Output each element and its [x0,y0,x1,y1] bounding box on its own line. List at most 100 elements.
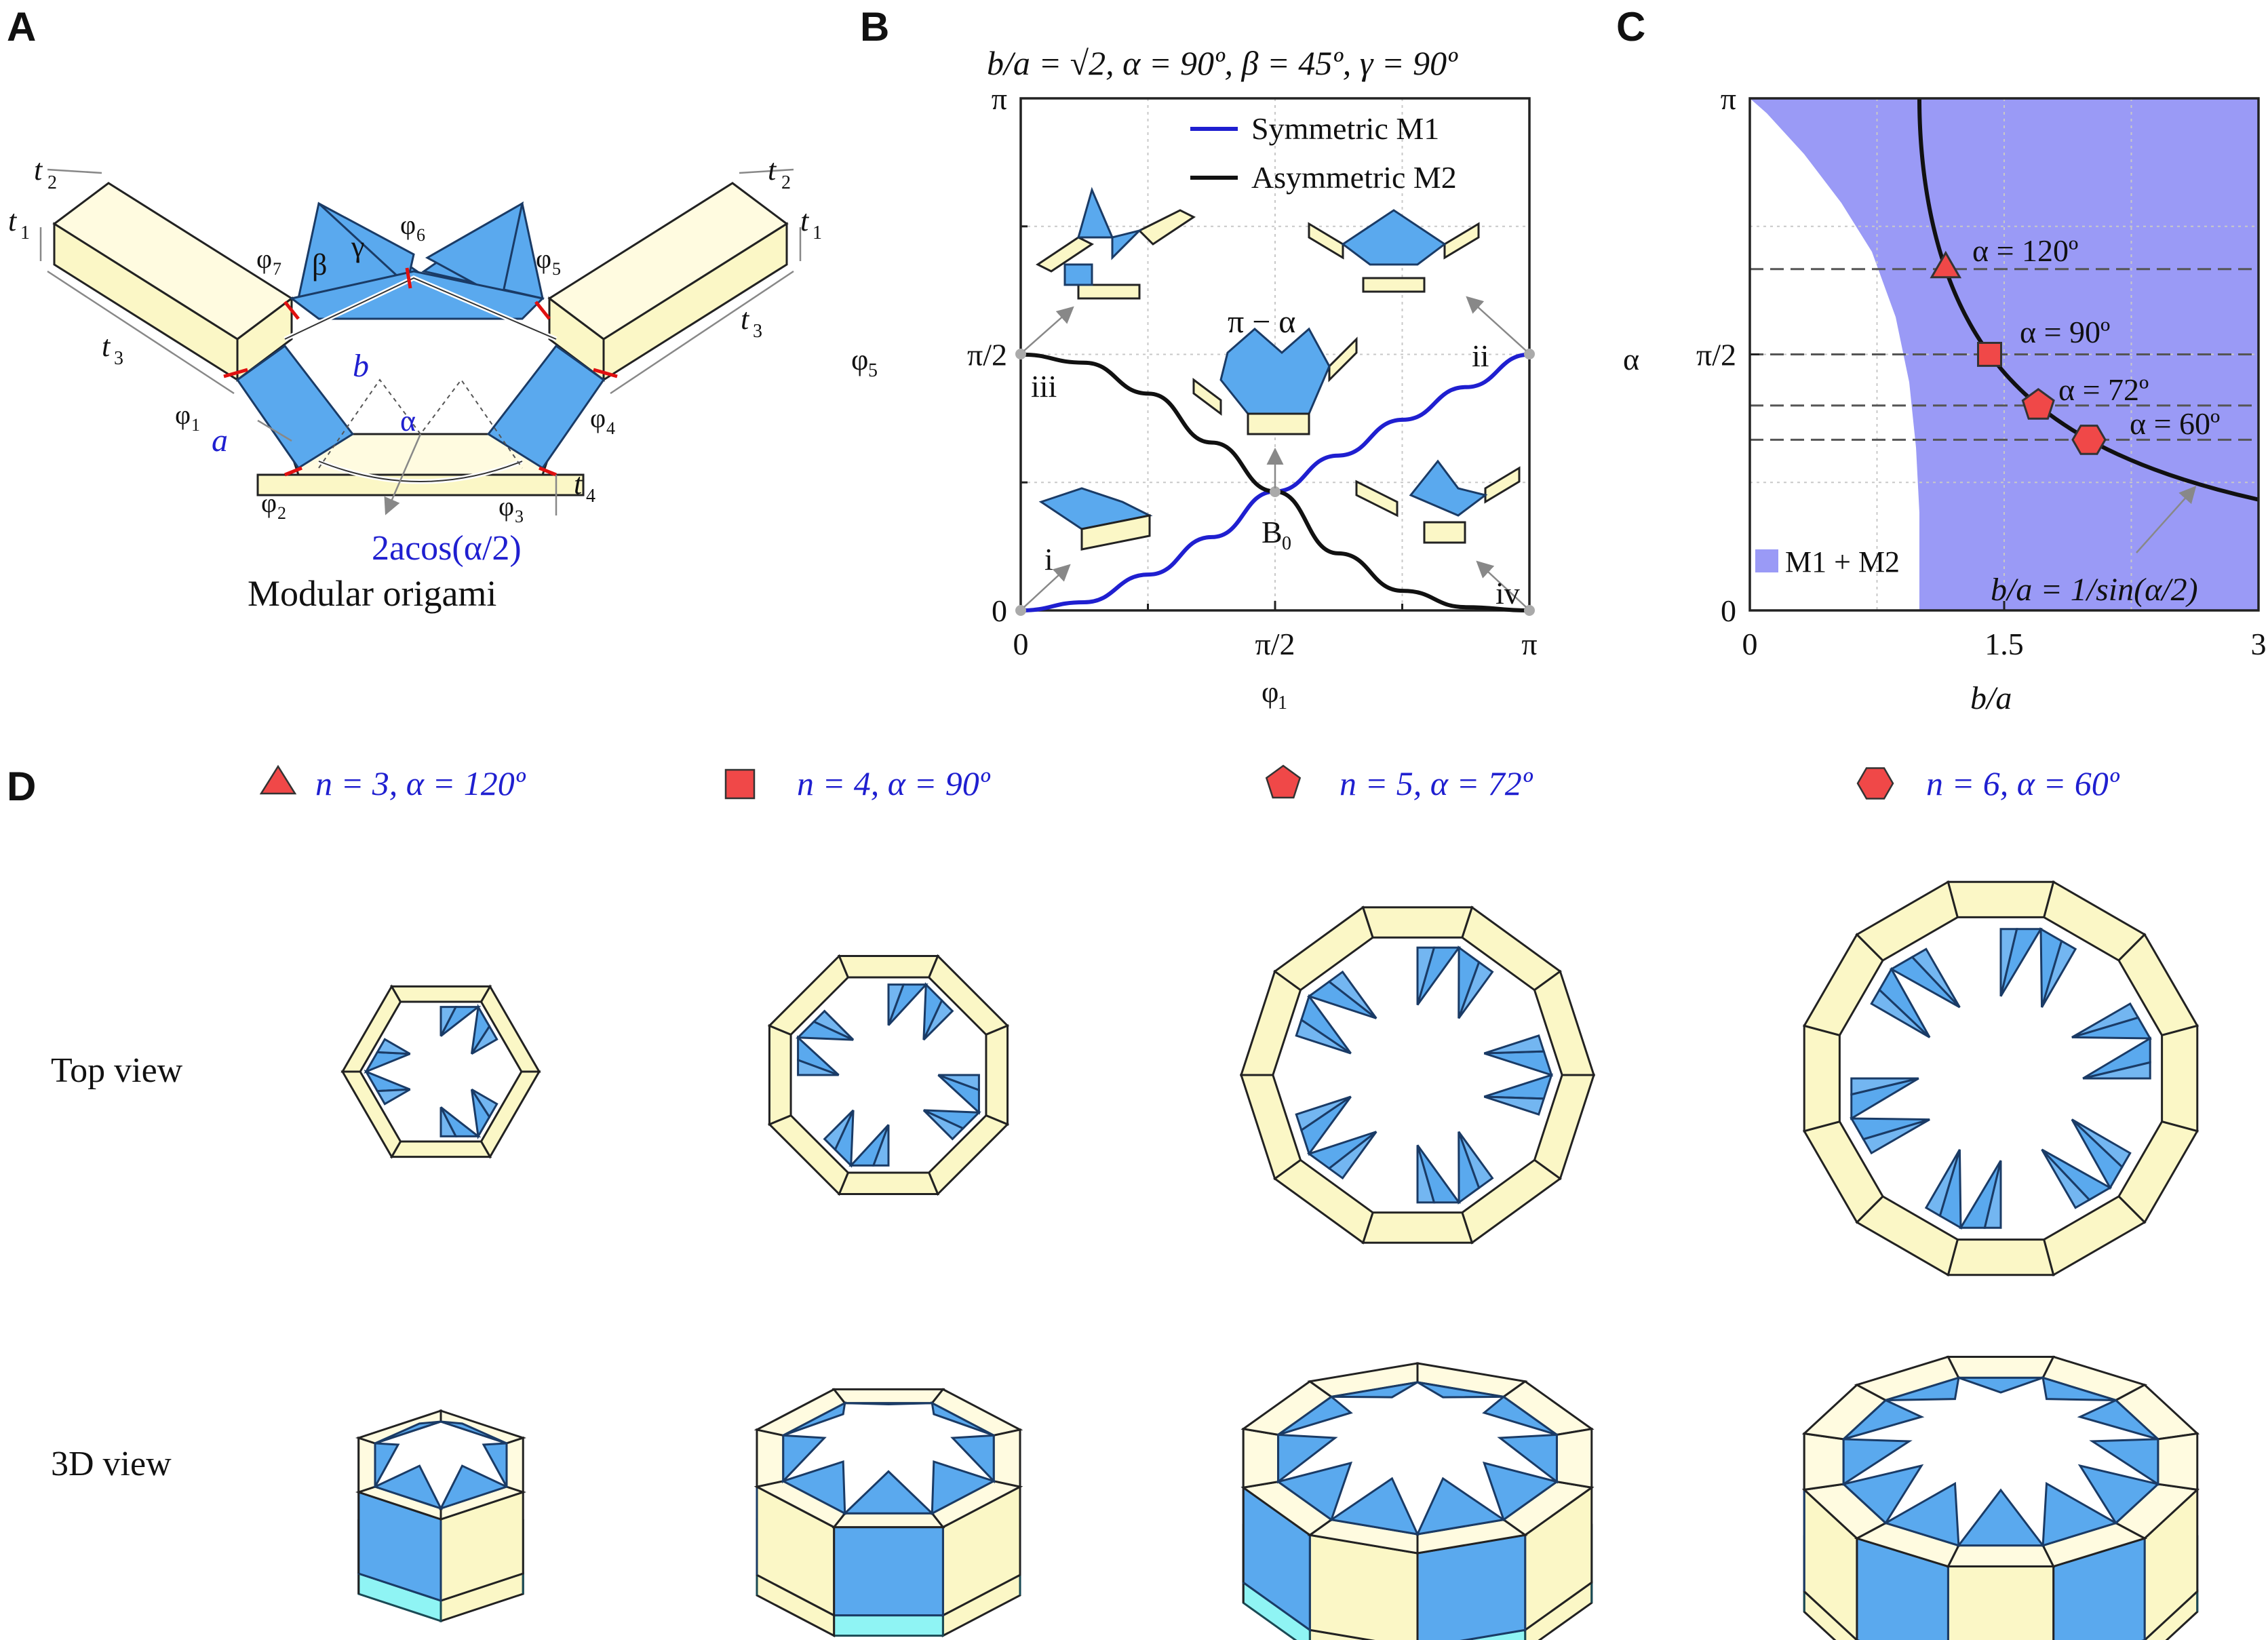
panel-c-ticks: 0 1.5 3 0 π/2 π [1696,81,2267,661]
row-label-top-view: Top view [51,1051,183,1090]
panel-a-letter: A [7,4,36,50]
panel-c-dashed-levels [1750,268,2259,441]
svg-text:3: 3 [114,348,123,369]
svg-text:φ: φ [498,491,514,522]
svg-text:ii: ii [1472,338,1489,373]
svg-text:t: t [741,302,750,336]
case-label-n6: n = 6, α = 60º [1926,764,2120,802]
inset-iii [1036,187,1196,300]
panel-c-markers [1930,250,2107,455]
svg-text:2: 2 [781,172,791,193]
svg-text:1: 1 [813,222,822,243]
svg-text:t: t [34,153,43,187]
inset-iv [1355,459,1521,544]
x-tick-label: 1.5 [1984,627,2024,661]
svg-text:a: a [212,423,228,458]
y-tick-label: π/2 [1696,338,1736,372]
3d-view-n6 [1801,1355,2200,1640]
case-label-n3: n = 3, α = 120º [315,764,526,802]
panel-a-caption: Modular origami [248,573,496,614]
panel-a-labels: t 2 t 1 t 3 t 2 t 1 t 3 t 4 φ 7 φ 6 φ 5 … [8,153,822,614]
svg-text:1: 1 [1278,692,1287,714]
svg-text:t: t [8,204,18,237]
inset-ii [1308,209,1480,293]
svg-text:7: 7 [273,259,281,279]
svg-text:3: 3 [753,321,762,342]
top-view-n6 [1802,880,2199,1277]
svg-text:5: 5 [868,360,878,381]
svg-text:0: 0 [1282,533,1291,554]
panel-c-marker-labels: α = 120º α = 90º α = 72º α = 60º [1972,233,2220,441]
panel-b-title: b/a = √2, α = 90º, β = 45º, γ = 90º [987,44,1458,82]
top-views [340,880,2199,1277]
y-tick-label: π/2 [967,338,1007,372]
panel-d-letter: D [7,764,36,809]
svg-text:t: t [800,204,810,237]
pentagon-marker-icon [1265,764,1302,799]
dimension-lines [39,168,802,515]
case-headers: n = 3, α = 120º n = 4, α = 90º n = 5, α … [259,764,2120,802]
case-label-n4: n = 4, α = 90º [797,764,991,802]
svg-text:φ: φ [590,403,606,433]
inset-center [1192,327,1358,435]
marker-pentagon [2021,388,2055,420]
panel-c-letter: C [1616,4,1645,50]
svg-text:4: 4 [586,486,595,507]
svg-text:iii: iii [1031,369,1057,404]
x-tick-label: 0 [1742,627,1758,661]
svg-text:1: 1 [191,415,200,435]
3d-view-n3 [355,1409,527,1623]
panel-c-legend: M1 + M2 [1755,545,1900,579]
svg-text:5: 5 [552,259,561,279]
svg-text:t: t [574,467,583,501]
marker-square [1977,342,2002,367]
left-beam [52,182,294,382]
legend-label-m2: Asymmetric M2 [1251,160,1457,195]
hexagon-marker-icon [1856,767,1894,800]
svg-text:2: 2 [277,503,286,523]
svg-text:α: α [400,404,416,437]
y-tick-label: 0 [1721,593,1736,628]
top-triangle-left-2 [317,202,415,287]
marker-triangle [1930,250,1962,279]
legend-label-m1: Symmetric M1 [1251,111,1439,146]
marker-hexagon [2071,425,2107,455]
svg-text:φ: φ [536,243,551,274]
svg-text:6: 6 [416,225,425,245]
panel-b-letter: B [860,4,889,50]
legend-swatch-region [1755,549,1778,572]
x-tick-label: 3 [2251,627,2267,661]
curve-equation-label: b/a = 1/sin(α/2) [1991,572,2198,608]
top-view-n4 [767,954,1010,1196]
3d-view-n5 [1240,1362,1595,1640]
svg-text:α = 90º: α = 90º [2020,315,2110,349]
y-tick-label: π [992,81,1007,116]
y-tick-label: π [1721,81,1736,116]
side-panel-left [235,344,355,470]
3d-views [355,1355,2200,1640]
right-beam [547,182,789,382]
svg-text:φ: φ [261,488,277,518]
svg-text:4: 4 [606,418,615,438]
panel-b-points [1015,349,1535,616]
svg-text:φ: φ [851,343,868,376]
svg-text:γ: γ [351,230,364,263]
svg-text:α = 60º: α = 60º [2130,406,2220,441]
x-tick-label: π [1521,627,1537,661]
legend-label-region: M1 + M2 [1785,545,1900,579]
svg-text:iv: iv [1495,576,1520,610]
x-tick-label: 0 [1013,627,1029,661]
svg-text:t: t [102,330,111,363]
svg-text:B: B [1262,515,1283,549]
3d-view-n4 [754,1388,1023,1638]
panel-a: A [7,4,822,614]
x-tick-label: π/2 [1255,627,1295,661]
svg-text:3: 3 [515,507,524,526]
case-label-n5: n = 5, α = 72º [1340,764,1533,802]
triangle-marker-icon [259,764,297,795]
y-tick-label: 0 [992,593,1007,628]
svg-text:2: 2 [47,172,57,193]
panel-d: D n = 3, α = 120º n = 4, α = 90º n = 5, … [7,764,2200,1640]
top-view-n5 [1239,905,1596,1245]
